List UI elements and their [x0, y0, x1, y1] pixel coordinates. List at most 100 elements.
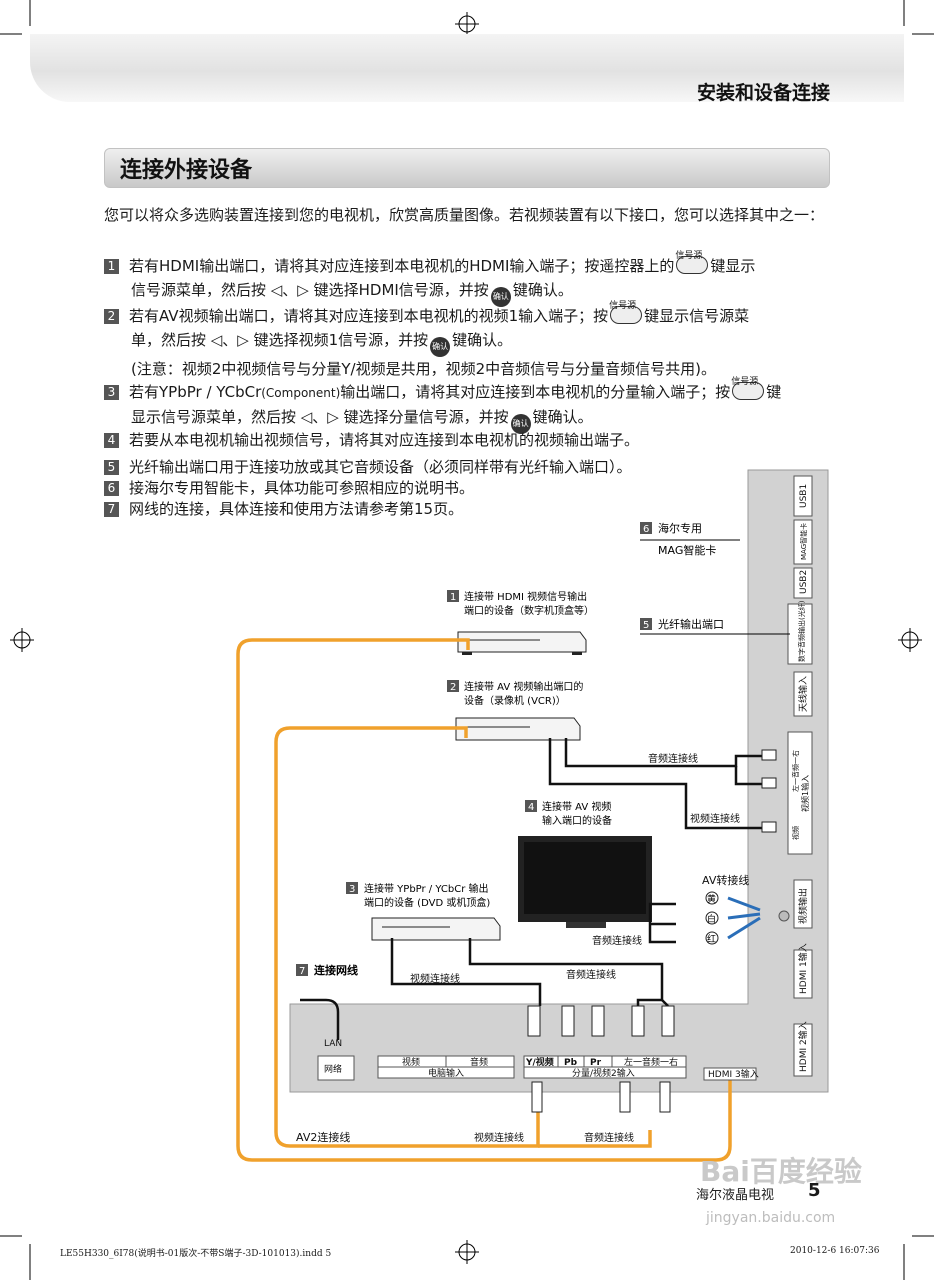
- label-audio-cable-1: 音频连接线: [648, 752, 698, 765]
- port-video: 视频: [791, 826, 800, 840]
- intro-paragraph: 您可以将众多选购装置连接到您的电视机，欣赏高质量图像。若视频装置有以下接口，您可…: [104, 206, 825, 224]
- header-band: [30, 34, 904, 102]
- callout-av-input-device: 连接带 AV 视频: [542, 800, 611, 813]
- item-number: 7: [104, 502, 119, 517]
- svg-text:1: 1: [450, 592, 456, 603]
- side-ports: USB1 MAG智能卡 USB2 数字音频输出(光纤) 天线输入 左一音频一右 …: [787, 475, 813, 1077]
- svg-text:左一音频一右: 左一音频一右: [624, 1056, 678, 1068]
- port-usb1: USB1: [799, 484, 809, 508]
- tv-icon: [518, 836, 652, 928]
- label-video-cable-1: 视频连接线: [690, 812, 740, 825]
- svg-text:2: 2: [450, 682, 456, 693]
- port-mag-card: MAG智能卡: [799, 523, 808, 560]
- port-video1-input: 视频1输入: [800, 775, 810, 812]
- label-audio-cable-3: 音频连接线: [566, 968, 616, 981]
- port-component-video2: 分量/视频2输入: [572, 1067, 635, 1079]
- footer-date: 2010-12-6 16:07:36: [790, 1246, 880, 1256]
- label-audio-cable-4: 音频连接线: [584, 1131, 634, 1144]
- svg-text:端口的设备 (DVD 或机顶盒): 端口的设备 (DVD 或机顶盒): [364, 896, 490, 909]
- page-number: 5: [808, 1180, 821, 1201]
- svg-text:6: 6: [643, 524, 649, 535]
- svg-text:端口的设备（数字机顶盒等）: 端口的设备（数字机顶盒等）: [464, 604, 594, 617]
- registration-mark-bottom: [455, 1240, 479, 1264]
- black-cables: [300, 738, 766, 1040]
- baidu-watermark-url: jingyan.baidu.com: [706, 1210, 836, 1226]
- svg-text:5: 5: [643, 620, 649, 631]
- svg-text:黄: 黄: [707, 893, 716, 905]
- port-antenna: 天线输入: [797, 676, 809, 712]
- page-title: 连接外接设备: [120, 158, 253, 183]
- port-optical: 数字音频输出(光纤): [797, 600, 806, 662]
- svg-text:7: 7: [299, 966, 305, 977]
- page-brand: 海尔液晶电视: [696, 1188, 775, 1203]
- svg-text:白: 白: [707, 913, 716, 925]
- item-number: 4: [104, 433, 119, 448]
- section-title: 安装和设备连接: [696, 82, 830, 104]
- tv-back-panel: [289, 469, 829, 1093]
- callout-av-device: 连接带 AV 视频输出端口的: [464, 680, 583, 693]
- item-note: (注意：视频2中视频信号与分量Y/视频是共用，视频2中音频信号与分量音频信号共用…: [131, 360, 717, 378]
- callout-component-device: 连接带 YPbPr / YCbCr 输出: [364, 882, 489, 895]
- registration-mark-top: [455, 12, 479, 36]
- svg-text:设备（录像机 (VCR)）: 设备（录像机 (VCR)）: [464, 694, 566, 707]
- port-pc-input: 电脑输入: [428, 1067, 464, 1079]
- item-number: 3: [104, 385, 119, 400]
- title-bar: [104, 148, 830, 188]
- orange-cables: [236, 638, 732, 1162]
- item-number: 2: [104, 309, 119, 324]
- label-av-adapter: AV转接线: [702, 873, 749, 887]
- callout-hdmi-device: 连接带 HDMI 视频信号输出: [464, 590, 587, 603]
- svg-text:音频: 音频: [470, 1056, 488, 1068]
- svg-text:输入端口的设备: 输入端口的设备: [542, 814, 612, 827]
- port-hdmi1: HDMI 1输入: [797, 943, 809, 994]
- svg-text:4: 4: [528, 802, 534, 813]
- callout-mag-card: 海尔专用: [658, 521, 702, 535]
- callout-optical: 光纤输出端口: [658, 617, 724, 631]
- ok-key-icon: 确认: [430, 337, 451, 357]
- port-video-out: 视频输出: [797, 888, 809, 924]
- vcr-icon: [455, 717, 581, 741]
- registration-mark-right: [898, 628, 922, 652]
- svg-text:视频: 视频: [402, 1056, 420, 1068]
- dvd-player-icon: [371, 917, 501, 941]
- svg-text:Y/视频: Y/视频: [525, 1056, 554, 1068]
- ok-key-icon: 确认: [510, 414, 531, 434]
- port-audio-lr: 左一音频一右: [791, 750, 800, 792]
- svg-text:MAG智能卡: MAG智能卡: [658, 543, 716, 557]
- label-av2-cable: AV2连接线: [296, 1130, 350, 1144]
- port-hdmi3: HDMI 3输入: [708, 1068, 759, 1080]
- rca-connectors: [527, 749, 777, 1113]
- svg-text:3: 3: [349, 884, 355, 895]
- label-video-cable-3: 视频连接线: [474, 1131, 524, 1144]
- source-key-icon: 信号源: [731, 377, 765, 400]
- ok-key-icon: 确认: [490, 287, 511, 307]
- svg-text:红: 红: [707, 933, 716, 945]
- footer-filename: LE55H330_6I78(说明书-01版次-不带S端子-3D-101013).…: [60, 1249, 332, 1259]
- label-video-cable-2: 视频连接线: [410, 972, 460, 985]
- port-usb2: USB2: [799, 570, 809, 594]
- bottom-ports: LAN 网络 视频 音频 电脑输入 Y/视频 Pb Pr 左一音频一右 分量/视…: [317, 1039, 759, 1081]
- label-audio-cable-2: 音频连接线: [592, 934, 642, 947]
- svg-text:Pb: Pb: [564, 1058, 578, 1068]
- callout-network: 连接网线: [314, 963, 358, 977]
- item-number: 6: [104, 481, 119, 496]
- port-hdmi2: HDMI 2输入: [797, 1021, 809, 1072]
- source-key-icon: 信号源: [609, 301, 643, 324]
- set-top-box-icon: [457, 631, 587, 655]
- registration-mark-left: [10, 628, 34, 652]
- svg-text:LAN: LAN: [324, 1039, 342, 1049]
- source-key-icon: 信号源: [675, 251, 709, 274]
- item-number: 5: [104, 460, 119, 475]
- svg-text:Pr: Pr: [590, 1058, 602, 1068]
- port-network: 网络: [324, 1063, 342, 1075]
- av-adapter-marks: 黄 白 红: [705, 891, 790, 945]
